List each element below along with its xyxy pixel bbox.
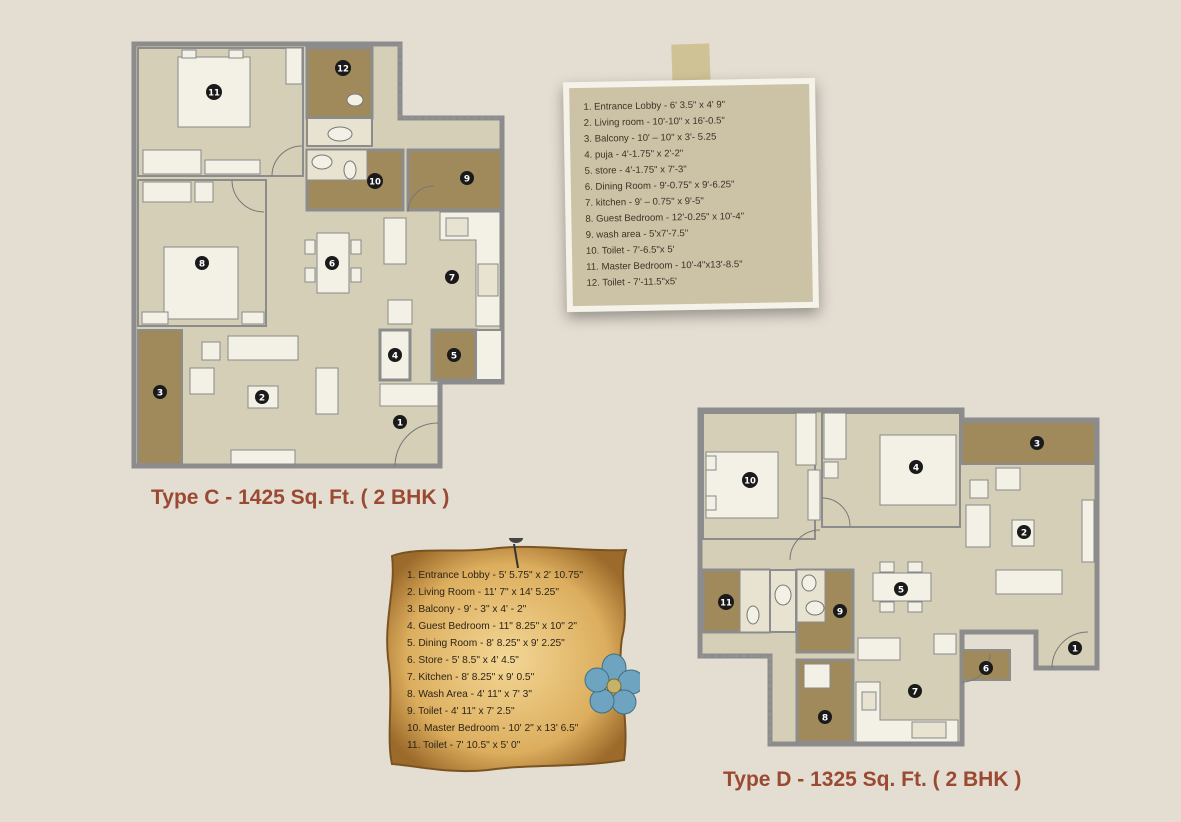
room-badge: 2 bbox=[255, 390, 269, 404]
svg-text:10: 10 bbox=[744, 477, 756, 487]
room-badge: 3 bbox=[1030, 436, 1044, 450]
room-badge: 1 bbox=[1068, 641, 1082, 655]
room-badge: 5 bbox=[447, 348, 461, 362]
type-d-floor-plan bbox=[697, 407, 1100, 747]
room-badge: 7 bbox=[908, 684, 922, 698]
room-badge: 11 bbox=[718, 594, 734, 610]
legend-item: 4. Guest Bedroom - 11" 8.25" x 10" 2" bbox=[407, 621, 578, 632]
legend-item: 6. Store - 5' 8.5" x 4' 4.5" bbox=[407, 655, 519, 666]
svg-text:7: 7 bbox=[449, 274, 455, 284]
legend-item: 8. Wash Area - 4' 11" x 7' 3" bbox=[407, 689, 532, 700]
room-badge: 6 bbox=[979, 661, 993, 675]
svg-text:11: 11 bbox=[208, 89, 220, 99]
room-badge: 8 bbox=[818, 710, 832, 724]
svg-text:5: 5 bbox=[898, 586, 904, 596]
svg-text:1: 1 bbox=[1072, 645, 1078, 655]
svg-text:2: 2 bbox=[259, 394, 265, 404]
room-badge: 9 bbox=[833, 604, 847, 618]
type-c-room-badges: 1 2 3 4 5 6 7 8 9 10 11 12 bbox=[153, 60, 474, 429]
type-c-title: Type C - 1425 Sq. Ft. ( 2 BHK ) bbox=[151, 486, 450, 509]
room-badge: 4 bbox=[909, 460, 923, 474]
room-badge: 1 bbox=[393, 415, 407, 429]
svg-text:2: 2 bbox=[1021, 529, 1027, 539]
legend-item: 7. Kitchen - 8' 8.25" x 9' 0.5" bbox=[407, 672, 535, 683]
svg-text:9: 9 bbox=[464, 175, 470, 185]
legend-item: 10. Master Bedroom - 10' 2" x 13' 6.5" bbox=[407, 723, 579, 734]
legend-item: 1. Entrance Lobby - 5' 5.75" x 2' 10.75" bbox=[407, 570, 583, 581]
parchment-scroll bbox=[386, 538, 640, 773]
room-badge: 6 bbox=[325, 256, 339, 270]
svg-text:5: 5 bbox=[451, 352, 457, 362]
svg-text:3: 3 bbox=[157, 389, 163, 399]
room-badge: 10 bbox=[742, 472, 758, 488]
room-badge: 10 bbox=[367, 173, 383, 189]
room-badge: 8 bbox=[195, 256, 209, 270]
type-c-floor-plan bbox=[131, 41, 505, 469]
svg-text:6: 6 bbox=[983, 665, 989, 675]
room-badge: 12 bbox=[335, 60, 351, 76]
legend-item: 2. Living Room - 11' 7" x 14' 5.25" bbox=[407, 587, 559, 598]
room-badge: 9 bbox=[460, 171, 474, 185]
svg-text:1: 1 bbox=[397, 419, 403, 429]
room-badge: 4 bbox=[388, 348, 402, 362]
svg-text:4: 4 bbox=[913, 464, 919, 474]
legend-item: 12. Toilet - 7'-11.5"x5' bbox=[586, 276, 678, 289]
room-badge: 3 bbox=[153, 385, 167, 399]
type-d-legend-scroll: 1. Entrance Lobby - 5' 5.75" x 2' 10.75"… bbox=[407, 567, 583, 754]
svg-text:6: 6 bbox=[329, 260, 335, 270]
svg-text:10: 10 bbox=[369, 178, 381, 188]
room-badge: 7 bbox=[445, 270, 459, 284]
svg-text:7: 7 bbox=[912, 688, 918, 698]
room-badge: 5 bbox=[894, 582, 908, 596]
type-d-legend-list: 1. Entrance Lobby - 5' 5.75" x 2' 10.75"… bbox=[407, 567, 583, 754]
svg-text:9: 9 bbox=[837, 608, 843, 618]
type-d-title: Type D - 1325 Sq. Ft. ( 2 BHK ) bbox=[723, 768, 1022, 791]
svg-text:3: 3 bbox=[1034, 440, 1040, 450]
legend-item: 3. Balcony - 9' - 3" x 4' - 2" bbox=[407, 604, 527, 615]
room-badge: 2 bbox=[1017, 525, 1031, 539]
svg-text:12: 12 bbox=[337, 65, 349, 75]
room-badge: 11 bbox=[206, 84, 222, 100]
svg-text:4: 4 bbox=[392, 352, 398, 362]
legend-item: 11. Toilet - 7' 10.5" x 5' 0" bbox=[407, 740, 521, 751]
svg-text:8: 8 bbox=[822, 714, 828, 724]
legend-item: 9. Toilet - 4' 11" x 7' 2.5" bbox=[407, 706, 515, 717]
type-d-room-badges: 1 2 3 4 5 6 7 8 9 10 11 bbox=[718, 436, 1082, 724]
type-c-legend-note: 1. Entrance Lobby - 6' 3.5" x 4' 9" 2. L… bbox=[563, 77, 819, 313]
legend-item: 6. Dining Room - 9'-0.75" x 9'-6.25" bbox=[584, 179, 735, 193]
flower-icon bbox=[584, 653, 640, 715]
svg-text:8: 8 bbox=[199, 260, 205, 270]
legend-item: 2. Living room - 10'-10" x 16'-0.5" bbox=[583, 115, 725, 129]
legend-item: 8. Guest Bedroom - 12'-0.25" x 10'-4" bbox=[585, 211, 745, 225]
pin-icon bbox=[509, 538, 523, 569]
type-c-legend-list: 1. Entrance Lobby - 6' 3.5" x 4' 9" 2. L… bbox=[583, 97, 745, 292]
svg-text:11: 11 bbox=[720, 599, 732, 609]
legend-item: 5. Dining Room - 8' 8.25" x 9' 2.25" bbox=[407, 638, 565, 649]
legend-item: 11. Master Bedroom - 10'-4"x13'-8.5" bbox=[586, 259, 743, 273]
